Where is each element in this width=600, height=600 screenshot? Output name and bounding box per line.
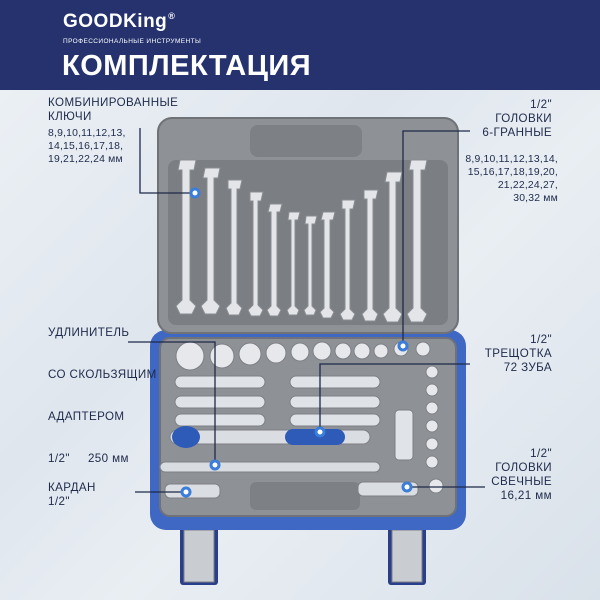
brand-name-2: King [123,11,168,32]
ratchet-line2: ТРЕЩОТКА [484,347,552,360]
label-ratchet: 1/2" ТРЕЩОТКА 72 ЗУБА [432,333,552,375]
label-cardan: КАРДАН 1/2" [48,481,96,509]
ext-line3: АДАПТЕРОМ [48,410,125,423]
brand-logo: GOODKing® [63,11,175,33]
label-wrenches-line2: КЛЮЧИ [48,110,92,123]
socket-row [175,341,431,371]
cardan-line2: 1/2" [48,495,70,508]
brand-tagline: ПРОФЕССИОНАЛЬНЫЕ ИНСТРУМЕНТЫ [63,38,202,45]
brand-reg-mark: ® [168,11,176,21]
hex-line1: 1/2" [530,98,552,111]
spark-line2: ГОЛОВКИ [495,461,552,474]
sizes-line1: 8,9,10,11,12,13, [48,128,126,139]
ratchet-line1: 1/2" [530,333,552,346]
header-banner [0,0,600,90]
cardan-joint [164,483,221,499]
ratchet-line3: 72 ЗУБА [503,361,552,374]
sizes-line2: 14,15,16,17,18, [48,141,124,152]
hex-sizes2: 15,16,17,18,19,20, [467,167,558,178]
ratchet-spanners [174,375,381,427]
hex-sizes3: 21,22,24,27, [497,180,558,191]
socket-column [425,365,444,494]
label-extension: УДЛИНИТЕЛЬ СО СКОЛЬЗЯЩИМ АДАПТЕРОМ 1/2" … [48,298,157,480]
page-title: КОМПЛЕКТАЦИЯ [62,50,312,82]
case-latch-right [388,515,426,585]
label-hex-sockets: 1/2" ГОЛОВКИ 6-ГРАННЫЕ [412,98,552,140]
label-wrenches-line1: КОМБИНИРОВАННЫЕ [48,96,179,109]
label-hex-sizes: 8,9,10,11,12,13,14, 15,16,17,18,19,20, 2… [418,153,558,205]
label-wrenches-sizes: 8,9,10,11,12,13, 14,15,16,17,18, 19,21,2… [48,127,126,166]
ext-line2: СО СКОЛЬЗЯЩИМ [48,368,157,381]
hex-sizes4: 30,32 мм [513,193,558,204]
label-wrenches: КОМБИНИРОВАННЫЕ КЛЮЧИ [48,96,178,124]
hex-line2: ГОЛОВКИ [495,112,552,125]
label-spark-sockets: 1/2" ГОЛОВКИ СВЕЧНЫЕ 16,21 мм [432,447,552,503]
sizes-line3: 19,21,22,24 мм [48,154,123,165]
wrenches [175,159,428,323]
ext-line1: УДЛИНИТЕЛЬ [48,326,130,339]
hex-sizes1: 8,9,10,11,12,13,14, [465,154,558,165]
spark-line4: 16,21 мм [500,489,552,502]
leader-lines [128,128,485,493]
spark-line1: 1/2" [530,447,552,460]
cardan-line1: КАРДАН [48,481,96,494]
hex-line3: 6-ГРАННЫЕ [482,126,552,139]
case-latch-left [180,515,218,585]
brand-name: GOOD [63,11,124,32]
ext-line4: 1/2" 250 мм [48,452,129,465]
callout-markers [180,187,413,498]
spark-line3: СВЕЧНЫЕ [491,475,552,488]
